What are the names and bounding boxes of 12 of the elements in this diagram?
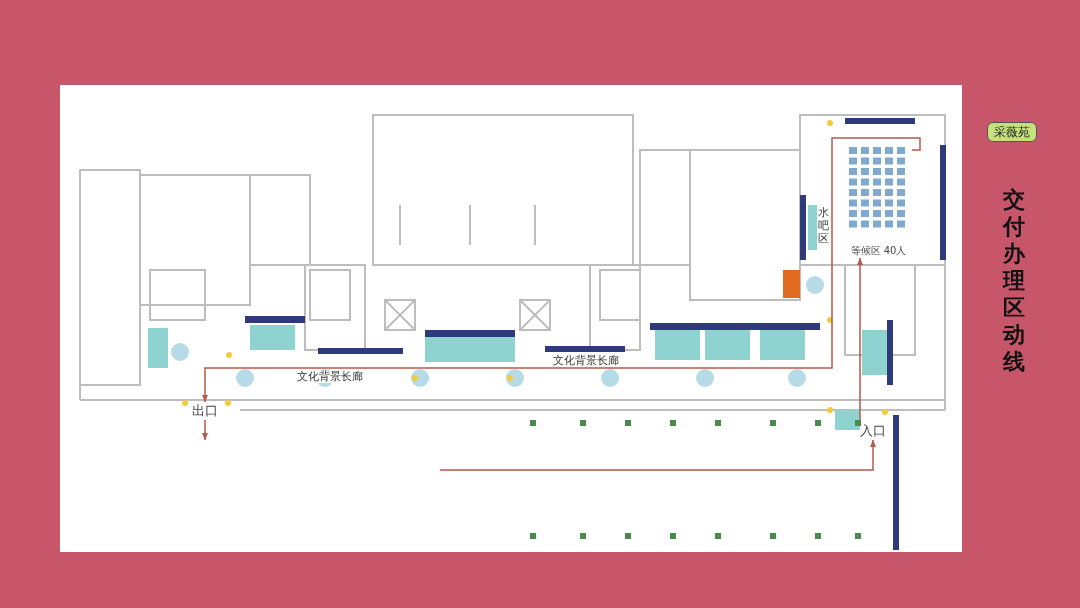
flow-arrow — [857, 257, 863, 421]
badge: 采薇苑 — [987, 122, 1037, 142]
entrance-label: 出口 — [191, 402, 219, 420]
area-label: 等候区 40人 — [849, 244, 908, 258]
title: 交付办理区动线 — [1002, 186, 1026, 375]
flow-arrow — [439, 439, 876, 471]
area-label: 水吧区 — [818, 206, 830, 245]
entrance-label: 入口 — [859, 422, 887, 440]
flow-arrow — [202, 419, 208, 441]
corridor-label: 文化背景长廊 — [296, 371, 364, 383]
corridor-label: 文化背景长廊 — [552, 355, 620, 367]
flow-arrow — [202, 137, 921, 403]
